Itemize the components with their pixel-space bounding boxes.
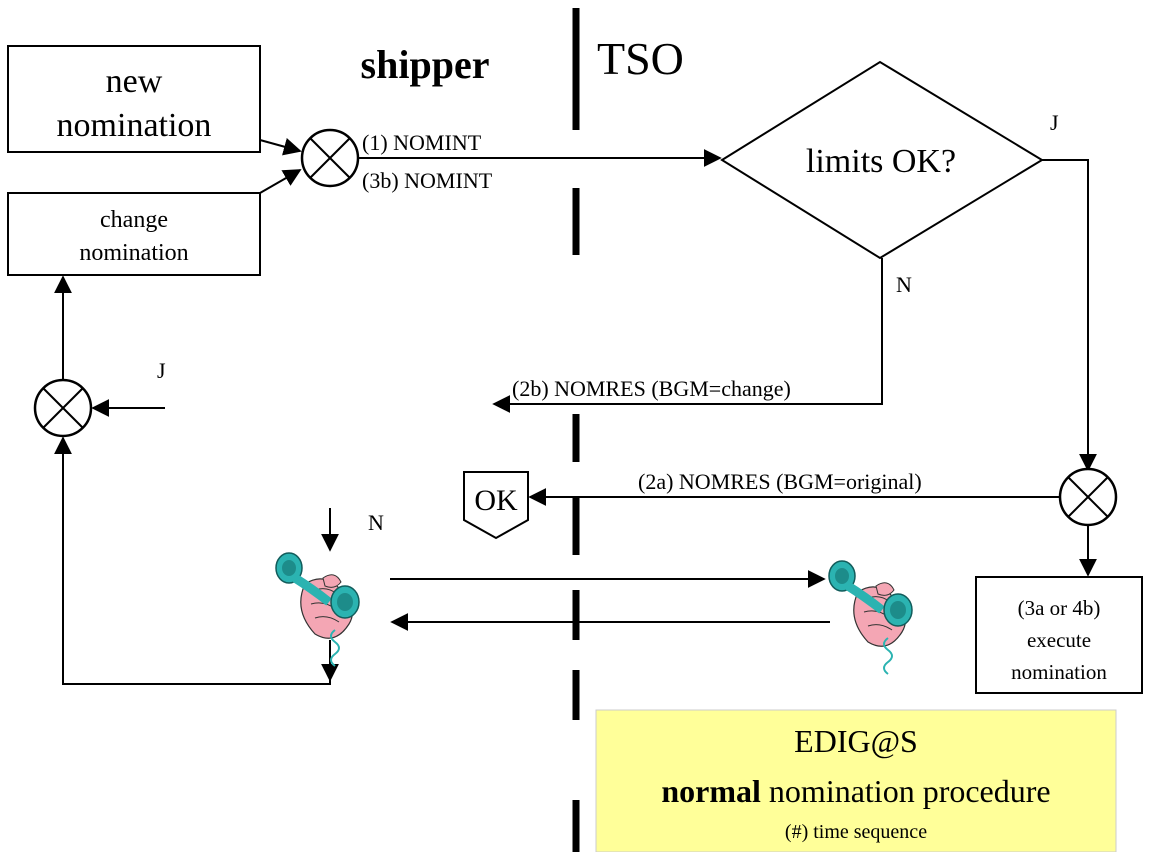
change-nomination-label-1: change [100,207,168,233]
change-nomination-box: change nomination [7,192,261,276]
merge-circle-icon [300,128,360,188]
execute-label-1: (3a or 4b) [1018,596,1101,620]
decision-question: limits OK? [806,143,956,180]
telephone-handset-icon [276,553,359,666]
message-nomint-1: (1) NOMINT [362,130,482,155]
legend-note: (#) time sequence [785,821,927,843]
legend-subtitle: normal nomination procedure [661,773,1050,809]
execute-label-3: nomination [1011,660,1107,684]
lane-label-tso: TSO [597,33,684,84]
ok-terminal: OK [463,471,529,540]
execute-label-2: execute [1027,628,1091,652]
execute-nomination-box: (3a or 4b) execute nomination [975,576,1143,694]
feedback-no-label: N [368,510,384,535]
change-nomination-label-2: nomination [79,240,188,266]
new-nomination-label-1: new [106,63,163,100]
message-nomres-2b: (2b) NOMRES (BGM=change) [512,376,791,401]
limits-decision: limits OK? [720,60,1044,260]
merge-circle-icon [1058,467,1118,527]
decision-no-label: N [896,272,912,297]
legend-title: EDIG@S [794,723,918,759]
legend-subtitle-bold: normal [661,773,761,809]
new-nomination-label-2: nomination [57,107,212,144]
decision-yes-label: J [1050,110,1059,135]
new-nomination-box: new nomination [7,45,261,153]
message-nomint-3b: (3b) NOMINT [362,168,493,193]
legend-box: EDIG@S normal nomination procedure (#) t… [595,709,1117,852]
feedback-yes-label: J [157,358,166,383]
message-nomres-2a: (2a) NOMRES (BGM=original) [638,469,922,494]
merge-circle-icon [33,378,93,438]
legend-subtitle-rest: nomination procedure [761,773,1051,809]
lane-label-shipper: shipper [361,42,490,87]
ok-label: OK [474,484,518,517]
telephone-handset-icon [829,561,912,674]
